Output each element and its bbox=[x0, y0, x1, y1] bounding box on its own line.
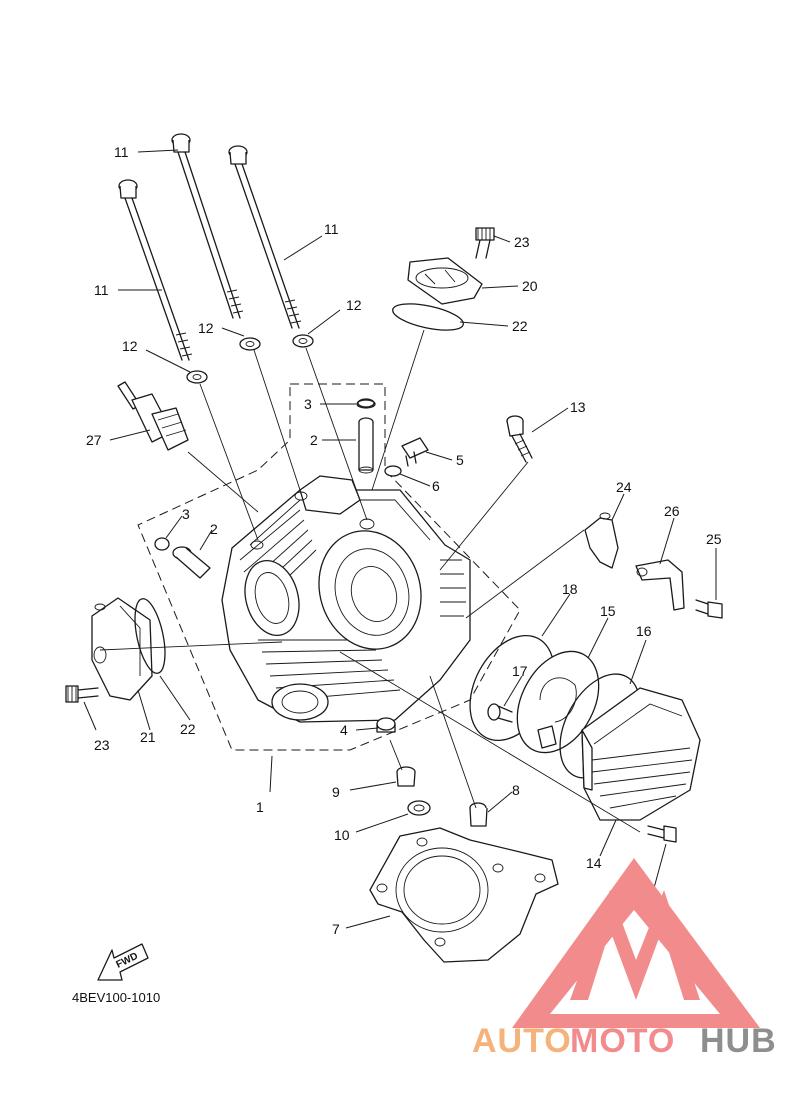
callout-17: 17 bbox=[512, 663, 528, 679]
callout-23: 23 bbox=[514, 234, 530, 250]
plate-15 bbox=[516, 650, 600, 754]
callout-16: 16 bbox=[636, 623, 652, 639]
washer-12-group bbox=[186, 334, 314, 384]
dowel-8 bbox=[469, 802, 488, 827]
callout-24: 24 bbox=[616, 479, 632, 495]
callout-25: 25 bbox=[706, 531, 722, 547]
bolt-17 bbox=[487, 703, 513, 723]
part-code-label: 4BEV100-1010 bbox=[72, 990, 161, 1005]
callout-7: 7 bbox=[332, 921, 340, 937]
bolt-5 bbox=[401, 437, 429, 467]
bolt-11-right bbox=[228, 145, 302, 329]
callout-3: 3 bbox=[304, 396, 312, 412]
callout-22: 22 bbox=[180, 721, 196, 737]
finned-cover-14 bbox=[581, 687, 701, 821]
clip-3-upper bbox=[356, 399, 376, 409]
seal-4 bbox=[376, 717, 396, 733]
head-gasket-7 bbox=[369, 827, 559, 963]
callout-26: 26 bbox=[664, 503, 680, 519]
callout-20: 20 bbox=[522, 278, 538, 294]
clamp-26 bbox=[635, 559, 685, 611]
watermark-text-hub: HUB bbox=[700, 1022, 777, 1060]
bolt-23-upper bbox=[475, 227, 495, 259]
callout-14: 14 bbox=[586, 855, 602, 871]
callout-labels: 11 11 11 12 12 12 23 20 22 3 2 5 6 13 27… bbox=[86, 144, 722, 937]
callout-21: 21 bbox=[140, 729, 156, 745]
clip-3-lower bbox=[154, 537, 170, 551]
callout-11: 11 bbox=[94, 282, 109, 298]
callout-10: 10 bbox=[334, 827, 350, 843]
callout-11: 11 bbox=[114, 144, 129, 160]
watermark-text-moto: MOTO bbox=[570, 1022, 675, 1060]
leader-lines bbox=[83, 149, 717, 929]
callout-9: 9 bbox=[332, 784, 340, 800]
o-ring-22-upper bbox=[392, 303, 464, 331]
callout-2: 2 bbox=[310, 432, 318, 448]
bolt-11-middle bbox=[171, 133, 244, 319]
watermark-triangle-mark bbox=[512, 858, 760, 1028]
callout-22: 22 bbox=[512, 318, 528, 334]
callout-5: 5 bbox=[456, 452, 464, 468]
bracket-24 bbox=[584, 512, 619, 569]
valve-guide-2-lower bbox=[172, 546, 211, 579]
callout-27: 27 bbox=[86, 432, 102, 448]
callout-2: 2 bbox=[210, 521, 218, 537]
tappet-cover-20 bbox=[407, 257, 483, 305]
callout-15: 15 bbox=[600, 603, 616, 619]
callout-8: 8 bbox=[512, 782, 520, 798]
callout-4: 4 bbox=[340, 722, 348, 738]
callout-12: 12 bbox=[346, 297, 362, 313]
callout-13: 13 bbox=[570, 399, 586, 415]
callout-18: 18 bbox=[562, 581, 578, 597]
callout-12: 12 bbox=[122, 338, 138, 354]
assembly-boundary bbox=[137, 383, 521, 751]
callout-1: 1 bbox=[256, 799, 264, 815]
watermark-logo: AUTO MOTO HUB bbox=[472, 858, 777, 1060]
washer-10 bbox=[407, 800, 431, 816]
watermark-m-mark bbox=[570, 890, 700, 1000]
fwd-arrow: FWD bbox=[97, 943, 149, 981]
bolt-25 bbox=[695, 599, 723, 619]
valve-guide-2-upper bbox=[357, 398, 375, 474]
callout-12: 12 bbox=[198, 320, 214, 336]
callout-3: 3 bbox=[182, 506, 190, 522]
spark-plug-27 bbox=[117, 381, 189, 451]
bolt-23-left bbox=[65, 685, 99, 703]
bolt-11-left bbox=[118, 179, 193, 361]
o-ring-22-left bbox=[134, 598, 166, 674]
callout-6: 6 bbox=[432, 478, 440, 494]
gasket-6 bbox=[384, 465, 402, 477]
watermark-text-auto: AUTO bbox=[472, 1022, 572, 1060]
bolt-13 bbox=[506, 415, 533, 463]
cylinder-head-1 bbox=[221, 475, 471, 723]
dowel-9 bbox=[396, 766, 416, 787]
callout-11: 11 bbox=[324, 221, 339, 237]
callout-23: 23 bbox=[94, 737, 110, 753]
bolt-19 bbox=[647, 825, 677, 843]
